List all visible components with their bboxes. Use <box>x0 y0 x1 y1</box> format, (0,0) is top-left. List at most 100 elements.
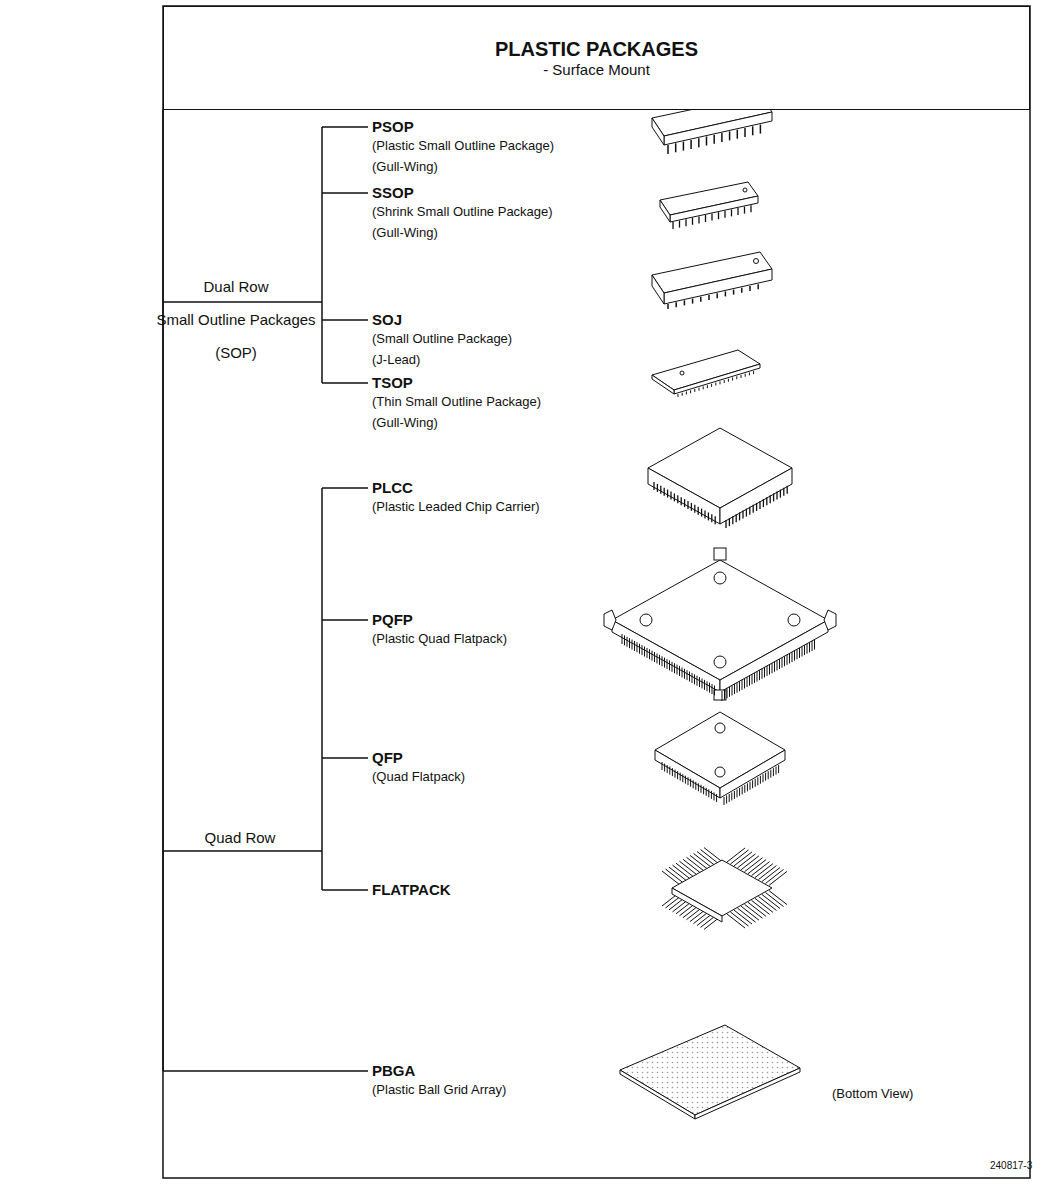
lead <box>725 520 726 528</box>
lead <box>754 673 755 683</box>
lead <box>737 130 739 139</box>
lead <box>728 379 729 382</box>
package-desc: (Plastic Ball Grid Array) <box>372 1083 506 1098</box>
lead <box>787 655 788 665</box>
lead <box>729 131 731 140</box>
lead <box>802 647 803 657</box>
lead <box>746 509 747 517</box>
lead <box>744 678 745 688</box>
lead <box>789 653 790 663</box>
lead <box>694 505 695 513</box>
lead <box>706 137 708 146</box>
lead <box>724 380 725 383</box>
lead <box>739 512 740 520</box>
lead <box>693 780 694 788</box>
lead <box>678 394 679 397</box>
lead <box>677 665 678 675</box>
lead <box>772 663 773 673</box>
lead <box>699 388 700 391</box>
lead <box>729 518 730 526</box>
group-label: Dual Row <box>203 278 268 295</box>
lead <box>804 645 805 655</box>
lead <box>767 666 768 676</box>
package-desc: (Plastic Leaded Chip Carrier) <box>372 500 540 515</box>
lead <box>732 685 733 695</box>
package-name: QFP <box>372 749 403 766</box>
lead <box>792 652 793 662</box>
lead <box>799 648 800 658</box>
lead <box>654 652 655 662</box>
lead <box>760 125 762 134</box>
header-title: PLASTIC PACKAGES <box>495 38 698 61</box>
lead <box>769 891 787 905</box>
lead <box>708 789 709 797</box>
lead <box>739 681 740 691</box>
lead <box>674 493 675 501</box>
lead <box>755 779 756 787</box>
lead <box>778 765 779 773</box>
lead <box>794 651 795 661</box>
lead <box>664 488 665 496</box>
lead <box>715 383 716 386</box>
lead <box>757 284 759 289</box>
lead <box>711 791 712 799</box>
lead <box>711 384 712 387</box>
package-name: TSOP <box>372 374 413 391</box>
lead-type: (Gull-Wing) <box>372 160 438 175</box>
lead <box>701 785 702 793</box>
lead <box>703 386 704 389</box>
lead <box>759 501 760 509</box>
lead <box>701 509 702 517</box>
lead <box>783 488 784 496</box>
lead <box>647 648 648 658</box>
lead <box>624 635 625 645</box>
package-desc: (Small Outline Package) <box>372 332 512 347</box>
tree-lines <box>163 6 1030 1178</box>
lead <box>721 133 723 142</box>
lead <box>756 503 757 511</box>
lead <box>664 764 665 772</box>
lead <box>682 774 683 782</box>
lead <box>699 677 700 687</box>
lead <box>763 499 764 507</box>
lead <box>737 789 738 797</box>
lead <box>632 640 633 650</box>
lead <box>698 216 699 223</box>
group-label: Small Outline Packages <box>156 311 315 328</box>
package-name: PQFP <box>372 611 413 628</box>
lead <box>814 640 815 650</box>
lead <box>731 209 732 216</box>
lead <box>695 782 696 790</box>
lead <box>752 674 753 684</box>
lead <box>760 776 761 784</box>
lead <box>715 516 716 524</box>
lead <box>704 680 705 690</box>
lead <box>733 290 735 295</box>
lead <box>759 670 760 680</box>
lead <box>729 794 730 802</box>
lead <box>812 641 813 651</box>
lead <box>690 140 692 149</box>
lead <box>698 138 700 147</box>
lead <box>705 215 706 222</box>
group-label: (SOP) <box>215 344 257 361</box>
lead <box>681 497 682 505</box>
lead <box>724 797 725 805</box>
lead-type: (J-Lead) <box>372 353 420 368</box>
lead <box>765 773 766 781</box>
lead <box>685 219 686 226</box>
lead <box>675 770 676 778</box>
lead <box>752 780 753 788</box>
lead <box>682 393 683 396</box>
lead <box>704 511 705 519</box>
lead <box>708 295 710 300</box>
lead <box>657 653 658 663</box>
lead <box>649 649 650 659</box>
lead <box>744 207 745 214</box>
package-name: SOJ <box>372 311 402 328</box>
lead <box>797 649 798 659</box>
lead <box>744 128 746 137</box>
lead <box>713 135 715 144</box>
lead <box>664 658 665 668</box>
lead-type: (Gull-Wing) <box>372 416 438 431</box>
